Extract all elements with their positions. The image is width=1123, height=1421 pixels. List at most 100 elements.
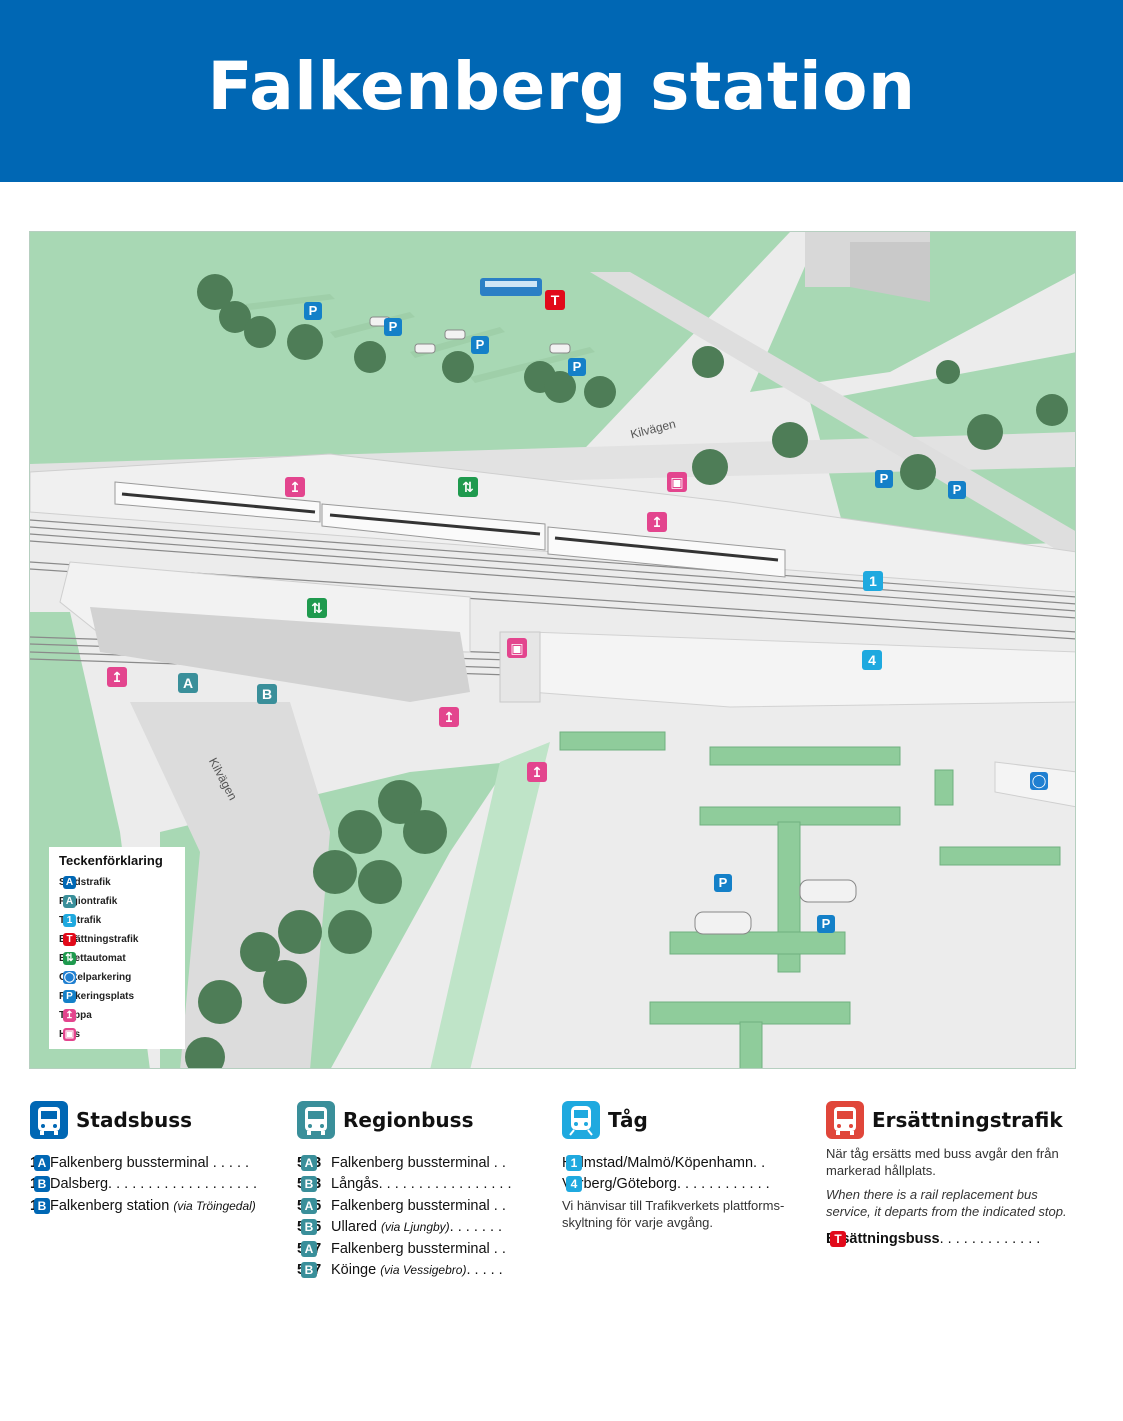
bicycle-icon: ◯ [1030,772,1048,790]
route-destination: Ullared (via Ljungby). . . . . . . [331,1219,503,1236]
ersattning-header: Ersättningstrafik [826,1100,1071,1140]
marker-track-1: 1 [863,571,883,591]
marker-parking: P [714,874,732,892]
train-icon [562,1101,600,1139]
stop-badge: A [301,1240,317,1257]
marker-parking: P [948,481,966,499]
marker-parking: P [875,470,893,488]
ersattning-column: Ersättningstrafik När tåg ersätts med bu… [826,1100,1071,1250]
ersattning-note-en: When there is a rail replacement bus ser… [826,1187,1067,1219]
route-row: 555Falkenberg bussterminal . .A [297,1195,540,1217]
stop-badge: B [301,1262,317,1279]
route-destination: Halmstad/Malmö/Köpenhamn. . [562,1154,766,1171]
tag-title: Tåg [608,1108,648,1132]
route-destination: Falkenberg station (via Tröingedal) [50,1197,256,1214]
route-destination: Falkenberg bussterminal . . . . . [50,1154,250,1171]
marker-parking: P [817,915,835,933]
route-destination: Falkenberg bussterminal . . [331,1154,506,1171]
route-row: 1Dalsberg. . . . . . . . . . . . . . . .… [30,1174,286,1196]
hedges [559,731,1061,1068]
legend-item: ◯Cykelparkering [59,968,175,987]
station-map: T P P P P P P P P ↥ ⇅ ▣ ↥ ⇅ ▣ ↥ ↥ ↥ ◯ 1 … [29,231,1076,1069]
stadsbuss-title: Stadsbuss [76,1108,193,1132]
stop-badge: B [34,1197,50,1214]
route-row: 15Falkenberg station (via Tröingedal)B [30,1195,286,1217]
marker-parking: P [384,318,402,336]
grass-strip [430,742,550,1068]
route-destination: Falkenberg bussterminal . . [331,1197,506,1214]
bus [480,278,542,296]
elevator-icon: ▣ [667,472,687,492]
stadsbuss-column: Stadsbuss 1Falkenberg bussterminal . . .… [30,1100,286,1217]
city-bus-icon [30,1101,68,1139]
route-row: 553Falkenberg bussterminal . .A [297,1152,540,1174]
route-row: 557Falkenberg bussterminal . .A [297,1238,540,1260]
route-row: 1Falkenberg bussterminal . . . . .A [30,1152,286,1174]
stop-badge: T [830,1230,846,1247]
legend-label: Biljettautomat [59,953,126,964]
route-destination: Ersättningsbuss. . . . . . . . . . . . . [826,1230,1041,1247]
cars [369,316,857,935]
stop-badge: A [34,1154,50,1171]
marker-stop-A: A [178,673,198,693]
stop-badge: B [301,1219,317,1236]
replacement-bus-icon [826,1101,864,1139]
ersattning-note-sv: När tåg ersätts med buss avgår den från … [826,1146,1059,1178]
route-destination: Dalsberg. . . . . . . . . . . . . . . . … [50,1176,258,1193]
ersattning-title: Ersättningstrafik [872,1108,1063,1132]
elevator-icon: ▣ [63,1028,76,1041]
train [114,481,786,578]
tag-header: Tåg [562,1100,805,1140]
track-badge: 4 [566,1176,582,1193]
stairs-icon: ↥ [439,707,459,727]
bicycle-icon: ◯ [63,971,76,984]
legend-label: Ersättningstrafik [59,934,139,945]
platform-south [529,631,1075,708]
route-row: 557Köinge (via Vessigebro). . . . .B [297,1260,540,1282]
stadstrafik-icon: A [63,876,76,889]
stop-badge: A [301,1154,317,1171]
marker-stop-B: B [257,684,277,704]
legend-label: Cykelparkering [59,972,132,983]
regionbuss-column: Regionbuss 553Falkenberg bussterminal . … [297,1100,540,1281]
route-destination: Falkenberg bussterminal . . [331,1240,506,1257]
legend-title: Teckenförklaring [59,853,163,868]
header-banner: Falkenberg station [0,0,1123,182]
tagtrafik-icon: 1 [63,914,76,927]
stadsbuss-header: Stadsbuss [30,1100,286,1140]
marker-replacement-bus: T [545,290,565,310]
trees [185,274,1068,1068]
stop-badge: B [301,1176,317,1193]
marker-parking: P [568,358,586,376]
regiontrafik-icon: A [63,895,76,908]
legend-item: ⇅Biljettautomat [59,949,175,968]
legend-label: Parkeringsplats [59,991,135,1002]
stairs-icon: ↥ [63,1009,76,1022]
ticket-machine-icon: ⇅ [307,598,327,618]
route-row: Ersättningsbuss. . . . . . . . . . . . .… [826,1228,1071,1250]
marker-parking: P [304,302,322,320]
legend-label: Tågtrafik [59,915,102,926]
stop-badge: B [34,1176,50,1193]
legend-label: Stadstrafik [59,877,111,888]
route-row: Halmstad/Malmö/Köpenhamn. .1 [562,1152,805,1174]
track-badge: 1 [566,1154,582,1171]
regionbuss-header: Regionbuss [297,1100,540,1140]
route-row: 553Långås. . . . . . . . . . . . . . . .… [297,1174,540,1196]
stairs-icon: ↥ [285,477,305,497]
route-destination: Köinge (via Vessigebro). . . . . [331,1262,503,1279]
route-destination: Långås. . . . . . . . . . . . . . . . . [331,1176,512,1193]
parking-icon: P [63,990,76,1003]
stairs-icon: ↥ [647,512,667,532]
marker-parking: P [471,336,489,354]
stairs-icon: ↥ [107,667,127,687]
ticket-machine-icon: ⇅ [63,952,76,965]
stop-badge: A [301,1197,317,1214]
page-title: Falkenberg station [207,48,916,125]
route-row: 555Ullared (via Ljungby). . . . . . .B [297,1217,540,1239]
map-drawing [30,232,1075,1068]
